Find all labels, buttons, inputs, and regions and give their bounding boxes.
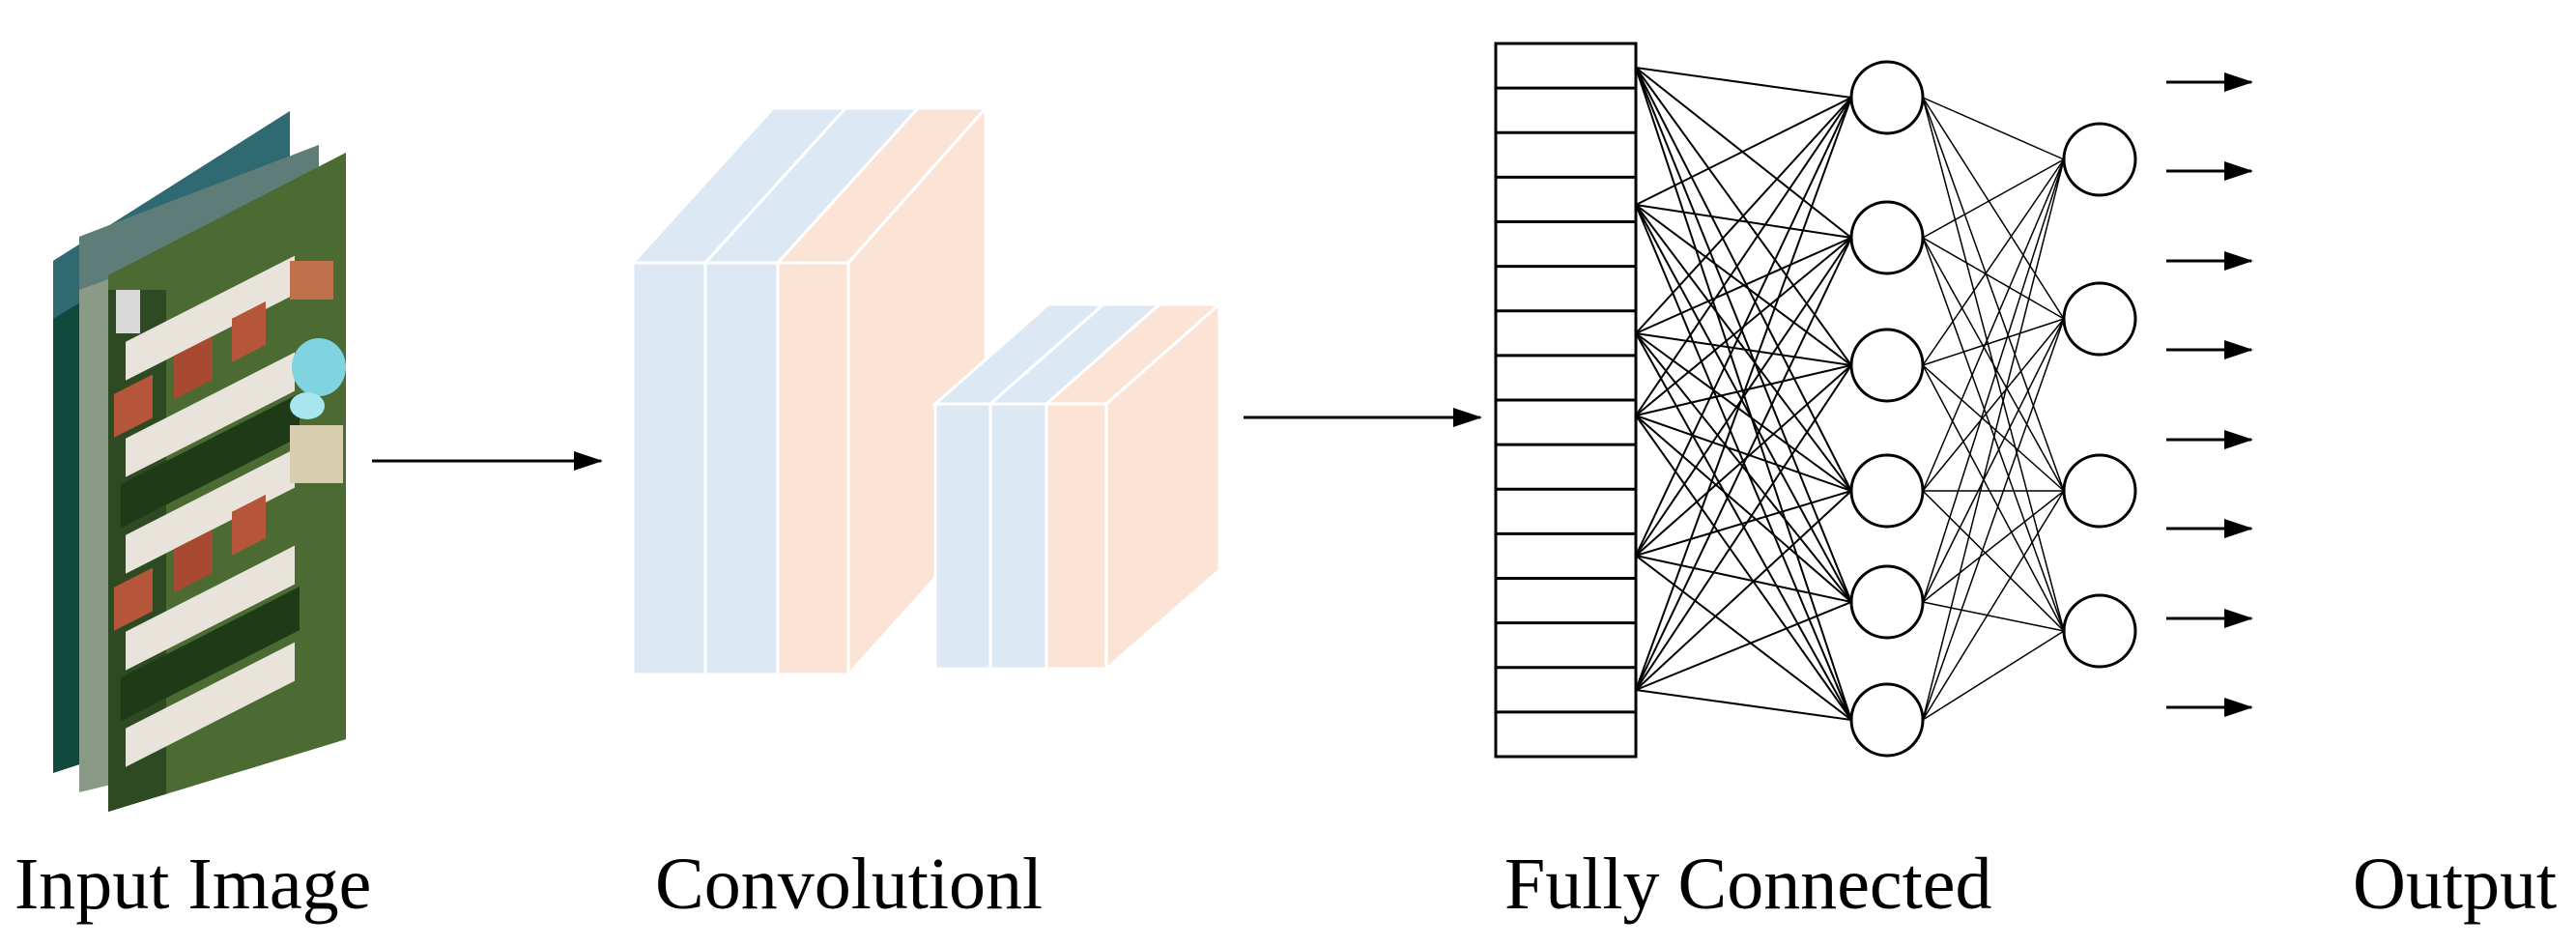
fc-connection-line <box>1635 204 1852 492</box>
label-convolution: Convolutionl <box>655 844 1043 925</box>
label-fully-connected: Fully Connected <box>1504 844 1992 925</box>
fc-connection-line <box>1635 415 1852 603</box>
hidden-output-connection <box>1922 237 2065 320</box>
fc-connection-line <box>1635 97 1852 557</box>
hidden-output-connection <box>1922 490 2065 603</box>
hidden-neuron <box>1849 328 1925 403</box>
hidden-layer <box>1849 60 1925 758</box>
fc-connection-line <box>1635 67 1852 239</box>
fc-neuron-column <box>1494 42 1638 759</box>
hidden-neuron <box>1849 453 1925 529</box>
fc-connection-line <box>1635 67 1852 603</box>
output-layer <box>2062 122 2137 669</box>
hidden-output-connection <box>1922 318 2065 492</box>
label-input-image: Input Image <box>14 844 371 925</box>
fc-connection-line <box>1635 204 1852 603</box>
output-neuron <box>2062 453 2137 529</box>
output-neuron <box>2062 122 2137 197</box>
output-neuron <box>2062 593 2137 669</box>
fc-connection-line <box>1635 490 1852 557</box>
hidden-output-connection <box>1922 97 2065 320</box>
fc-connection-line <box>1635 332 1852 603</box>
fc-connection-line <box>1635 689 1852 721</box>
conv-block-large <box>629 104 989 678</box>
fc-connection-line <box>1635 97 1852 416</box>
hidden-output-connection <box>1922 158 2065 366</box>
fc-connection-line <box>1635 555 1852 603</box>
hidden-output-connection <box>1922 630 2065 721</box>
hidden-neuron <box>1849 200 1925 275</box>
fc-connection-line <box>1635 332 1852 366</box>
hidden-output-connection <box>1922 158 2065 239</box>
hidden-output-connection <box>1922 318 2065 721</box>
hidden-output-connection <box>1922 490 2065 721</box>
hidden-output-connection <box>1922 364 2065 492</box>
hidden-output-connection <box>1922 237 2065 492</box>
hidden-output-connection <box>1922 364 2065 632</box>
fc-connection-line <box>1635 415 1852 721</box>
hidden-output-connection <box>1922 158 2065 721</box>
hidden-output-connection <box>1922 237 2065 632</box>
fc-connection-line <box>1635 97 1852 206</box>
fc-connection-line <box>1635 601 1852 691</box>
hidden-output-connection <box>1922 97 2065 492</box>
fc-connection-line <box>1635 364 1852 691</box>
hidden-output-connection <box>1922 490 2065 632</box>
hidden-output-connection <box>1922 318 2065 366</box>
output-arrows <box>2166 72 2253 717</box>
fc-connection-line <box>1635 490 1852 691</box>
fc-connection-line <box>1635 415 1852 492</box>
fc-connection-line <box>1635 364 1852 557</box>
fc-connection-line <box>1635 332 1852 492</box>
conv-block-small <box>931 301 1223 673</box>
hidden-neuron <box>1849 60 1925 135</box>
hidden-output-connection <box>1922 158 2065 603</box>
hidden-output-connection <box>1922 158 2065 492</box>
fc-connection-line <box>1635 555 1852 721</box>
fc-connections <box>1635 67 2065 721</box>
fc-connection-line <box>1635 67 1852 99</box>
fc-connection-line <box>1635 237 1852 557</box>
fc-connection-line <box>1635 97 1852 691</box>
fc-connection-line <box>1635 237 1852 691</box>
fc-connection-line <box>1635 237 1852 334</box>
hidden-neuron <box>1849 564 1925 640</box>
output-neuron <box>2062 281 2137 357</box>
aerial-photo-stack-icon <box>53 111 346 812</box>
hidden-neuron <box>1849 682 1925 758</box>
input-layer-front <box>108 153 346 812</box>
hidden-output-connection <box>1922 318 2065 603</box>
label-output: Output <box>2353 844 2557 925</box>
fc-connection-line <box>1635 97 1852 334</box>
fc-connection-line <box>1635 204 1852 239</box>
hidden-output-connection <box>1922 601 2065 632</box>
fc-connection-line <box>1635 364 1852 416</box>
hidden-output-connection <box>1922 97 2065 160</box>
